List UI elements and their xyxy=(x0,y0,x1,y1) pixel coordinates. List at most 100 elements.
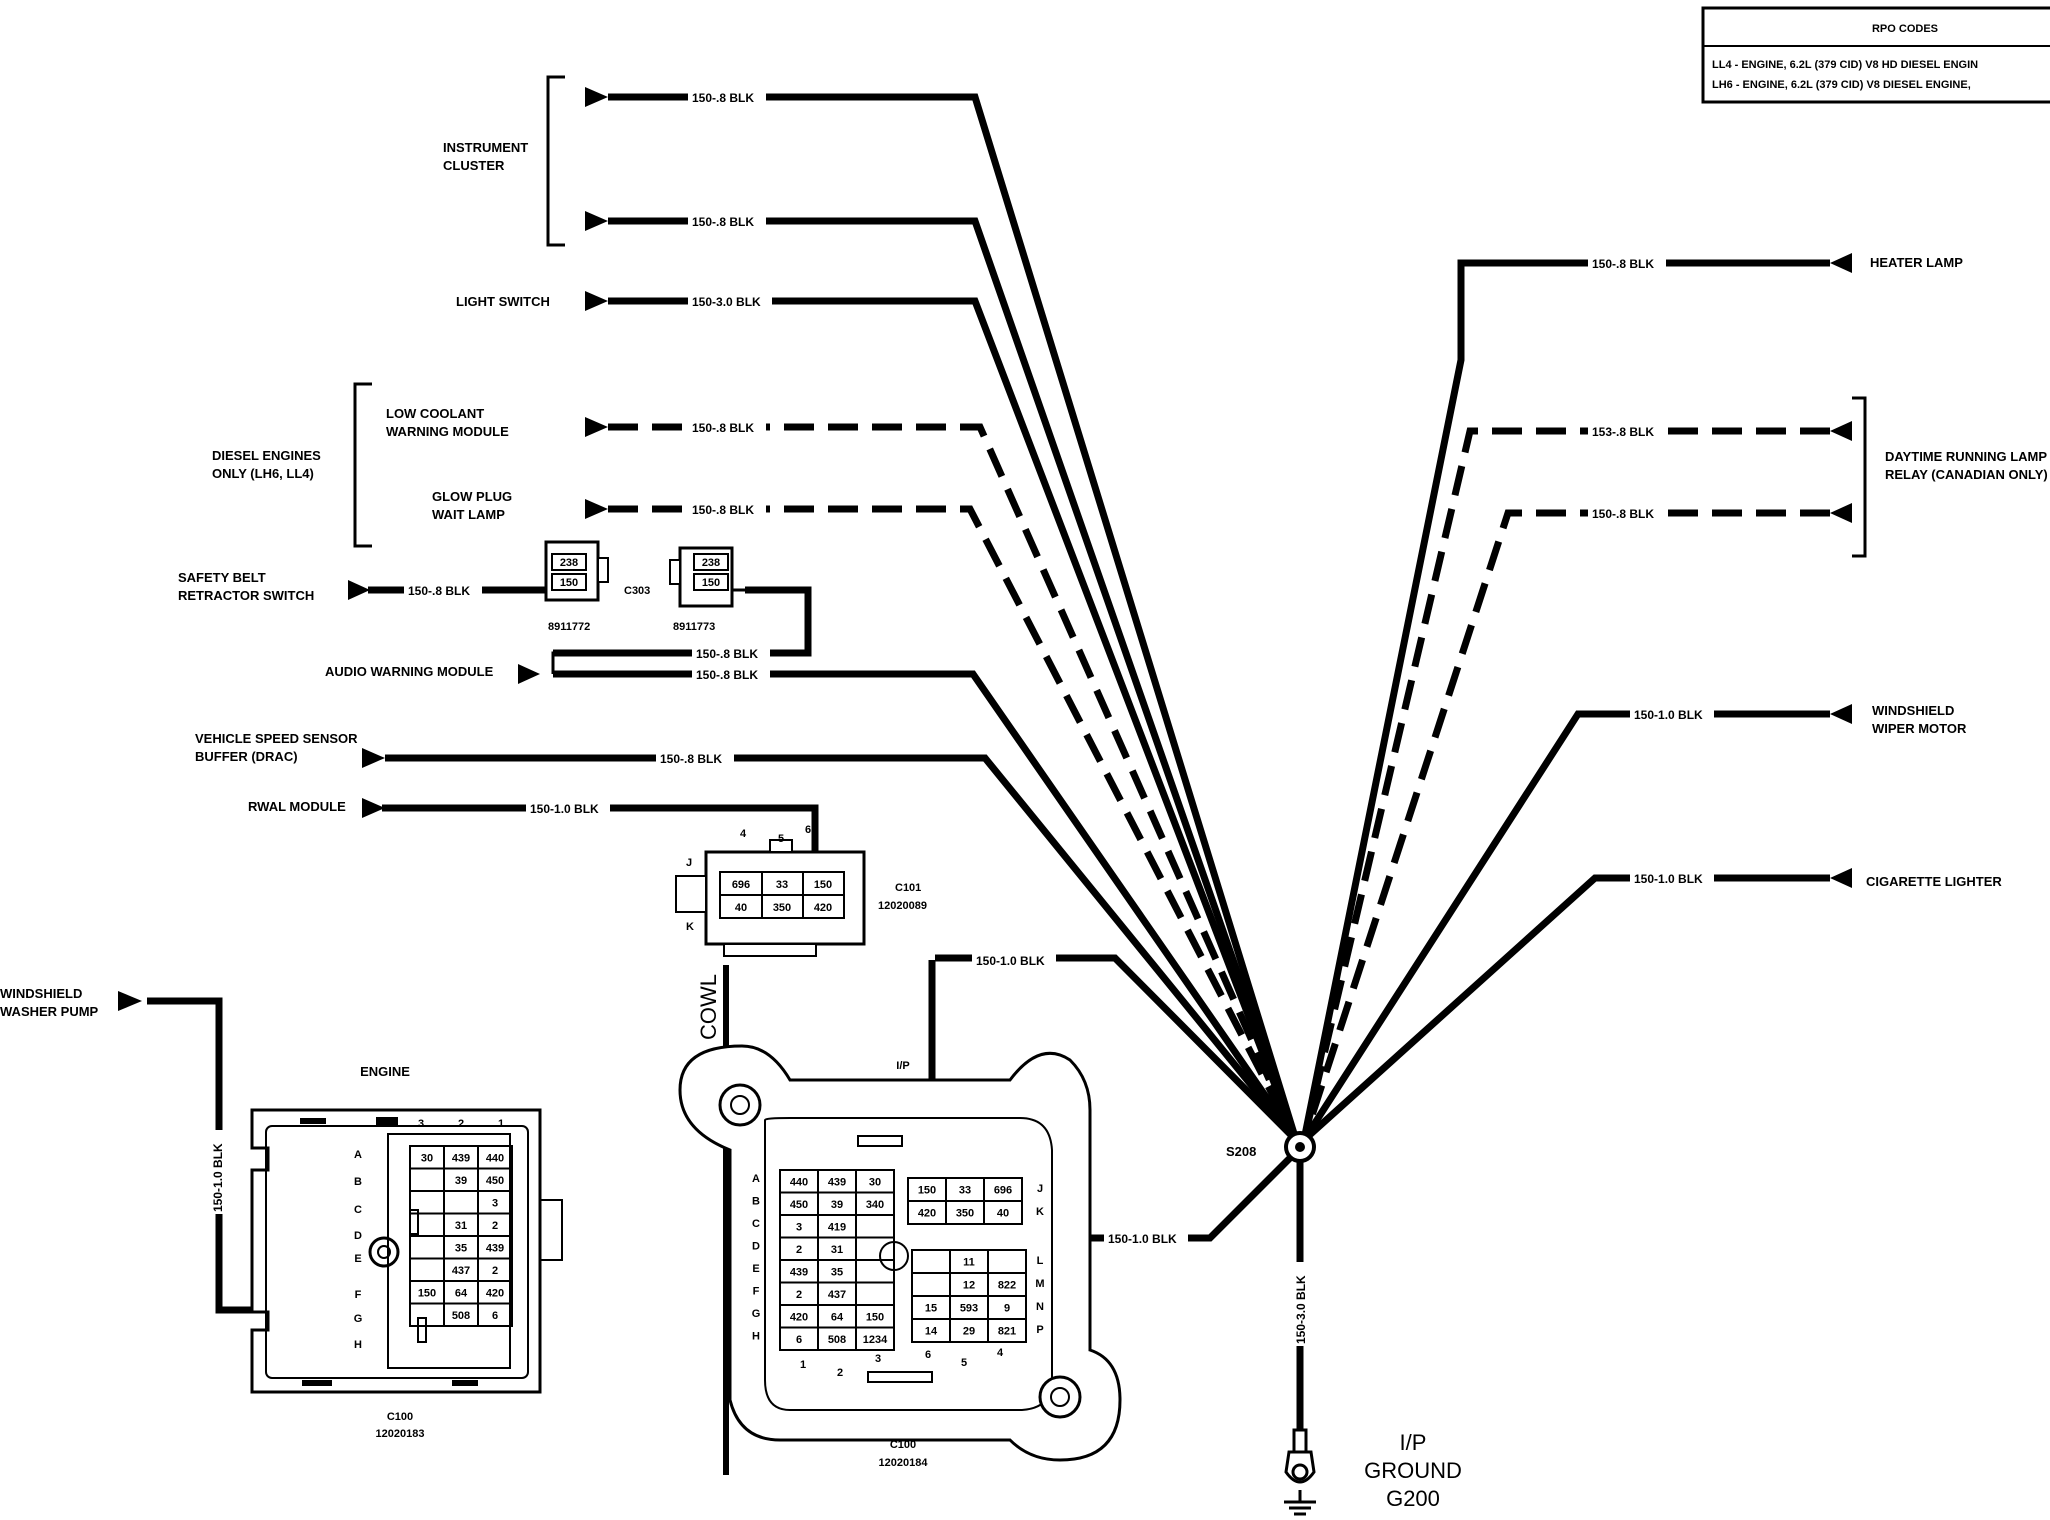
c100-ip-row-A: A xyxy=(752,1173,760,1185)
c101-pin-420: 420 xyxy=(814,902,832,914)
diesel-only-label-1: DIESEL ENGINES xyxy=(212,448,321,463)
c100-engine-pin-6: 6 xyxy=(492,1310,498,1322)
c100-engine-pin-39: 39 xyxy=(455,1175,467,1187)
low-coolant-label-1: LOW COOLANT xyxy=(386,406,484,421)
c100-engine-row-H: H xyxy=(354,1339,362,1351)
c101-tab-4: 4 xyxy=(740,828,747,840)
c100-ip-left-pin-150: 150 xyxy=(866,1311,884,1323)
instrument-cluster-bracket xyxy=(546,75,565,247)
c100-engine-pin-31: 31 xyxy=(455,1220,467,1232)
c100-ip-top-right-pin-150: 150 xyxy=(918,1185,936,1197)
c100-ip-bottom-num-2: 2 xyxy=(837,1367,843,1379)
c100-ip-bottom-right-pin-821: 821 xyxy=(998,1326,1016,1338)
c101-pin-350: 350 xyxy=(773,902,791,914)
wiper-motor-label-2: WIPER MOTOR xyxy=(1872,721,1967,736)
c100-ip-left-pin-35: 35 xyxy=(831,1266,843,1278)
rpo-title: RPO CODES xyxy=(1872,23,1938,35)
washer-pump-label-1: WINDSHIELD xyxy=(0,986,82,1001)
terminal-arrows xyxy=(118,87,1852,1011)
c100-ip-bottom-num-6: 6 xyxy=(925,1349,931,1361)
wire-low-coolant xyxy=(608,423,1300,1142)
c100-ip-left-pin-39: 39 xyxy=(831,1199,843,1211)
c100-ip-left-pin-2: 2 xyxy=(796,1244,802,1256)
c100-ip-left-pin-3: 3 xyxy=(796,1221,802,1233)
engine-label: ENGINE xyxy=(360,1064,410,1079)
c100-ip-left-cell xyxy=(855,1326,895,1351)
diesel-engines-bracket xyxy=(353,382,372,548)
c100-ip-row-D: D xyxy=(752,1241,760,1253)
instrument-cluster-label-2: CLUSTER xyxy=(443,158,505,173)
c100-ip-left-pin-64: 64 xyxy=(831,1311,844,1323)
c100-ip-left-pin-439: 439 xyxy=(828,1176,846,1188)
c100-ip-bottom-num-3: 3 xyxy=(875,1353,881,1365)
rwal-label: RWAL MODULE xyxy=(248,799,346,814)
ground-label-2: GROUND xyxy=(1364,1458,1462,1483)
c100-ip-top-right-pin-696: 696 xyxy=(994,1185,1012,1197)
wire-vss-buffer xyxy=(385,754,1299,1143)
ground-label-3: G200 xyxy=(1386,1486,1440,1511)
c100-engine-pin-150: 150 xyxy=(418,1287,436,1299)
wire-label-audio2: 150-.8 BLK xyxy=(696,668,758,682)
wire-wiper-motor xyxy=(1301,710,1830,1142)
c100-ip-row-P: P xyxy=(1036,1324,1043,1336)
c100-ip-row-G: G xyxy=(752,1308,761,1320)
c100-ip-bottom-num-4: 4 xyxy=(997,1347,1004,1359)
vss-buffer-label-2: BUFFER (DRAC) xyxy=(195,749,298,764)
cowl-divider: COWL xyxy=(696,965,729,1475)
ground-g200: I/P GROUND G200 xyxy=(1284,1428,1462,1516)
wire-label-coolant: 150-.8 BLK xyxy=(692,421,754,435)
c101-pin-33: 33 xyxy=(776,879,788,891)
wire-label-wiper: 150-1.0 BLK xyxy=(1634,708,1703,722)
c100-engine-pin-439: 439 xyxy=(486,1242,504,1254)
c303-label: C303 xyxy=(624,585,650,597)
c100-ip-left-pin-437: 437 xyxy=(828,1289,846,1301)
drl-relay-label-2: RELAY (CANADIAN ONLY) xyxy=(1885,467,2048,482)
instrument-cluster-label-1: INSTRUMENT xyxy=(443,140,528,155)
c101-connector: 696 33 150 40 350 420 4 5 6 J K C101 120… xyxy=(675,824,927,957)
c100-engine-row-G: G xyxy=(354,1313,363,1325)
c101-label: C101 xyxy=(895,882,921,894)
c100-ip-left-pin-2: 2 xyxy=(796,1289,802,1301)
c101-side-j: J xyxy=(686,857,692,869)
wire-label-audio1: 150-.8 BLK xyxy=(696,647,758,661)
wire-label-c100-s: 150-1.0 BLK xyxy=(1108,1232,1177,1246)
wire-label-heater: 150-.8 BLK xyxy=(1592,257,1654,271)
c100-ip-bottom-right-pin-29: 29 xyxy=(963,1326,975,1338)
c100-engine-pin-440: 440 xyxy=(486,1152,504,1164)
wire-label-rwal: 150-1.0 BLK xyxy=(530,802,599,816)
diesel-only-label-2: ONLY (LH6, LL4) xyxy=(212,466,314,481)
rpo-codes-box: RPO CODES LL4 - ENGINE, 6.2L (379 CID) V… xyxy=(1701,6,2050,104)
c100-engine-row-D: D xyxy=(354,1230,362,1242)
c100-engine-pin-420: 420 xyxy=(486,1287,504,1299)
washer-pump-label-2: WASHER PUMP xyxy=(0,1004,99,1019)
c100-ip-left-pin-31: 31 xyxy=(831,1244,843,1256)
wire-label-drl1: 153-.8 BLK xyxy=(1592,425,1654,439)
c303-right-pin-150: 150 xyxy=(702,577,720,589)
wire-label-light: 150-3.0 BLK xyxy=(692,295,761,309)
c100-ip-row-B: B xyxy=(752,1196,760,1208)
c100-engine-col-3: 3 xyxy=(418,1118,424,1130)
c100-ip-bottom-right-pin-822: 822 xyxy=(998,1280,1016,1292)
c100-engine-row-A: A xyxy=(354,1149,362,1161)
wire-label-glow: 150-.8 BLK xyxy=(692,503,754,517)
wire-label-ground: 150-3.0 BLK xyxy=(1294,1275,1308,1344)
c100-engine-pin-508: 508 xyxy=(452,1310,470,1322)
c100-ip-left-pin-508: 508 xyxy=(828,1334,846,1346)
rpo-line-lh6: LH6 - ENGINE, 6.2L (379 CID) V8 DIESEL E… xyxy=(1712,79,1971,91)
c303-connector: 238 150 238 150 C303 8911772 8911773 xyxy=(544,540,734,633)
c100-ip-left-pin-450: 450 xyxy=(790,1199,808,1211)
c100-ip-bottom-right-pin-11: 11 xyxy=(963,1257,975,1269)
c100-ip-bottom-right-pin-15: 15 xyxy=(925,1303,937,1315)
c100-engine-pin-437: 437 xyxy=(452,1265,470,1277)
c100-ip-row-J: J xyxy=(1037,1183,1043,1195)
glow-plug-label-2: WAIT LAMP xyxy=(432,507,505,522)
c100-ip-part: 12020184 xyxy=(879,1457,929,1469)
wire-label-ip-c100: 150-1.0 BLK xyxy=(976,954,1045,968)
wire-cigarette-lighter xyxy=(1301,874,1830,1143)
